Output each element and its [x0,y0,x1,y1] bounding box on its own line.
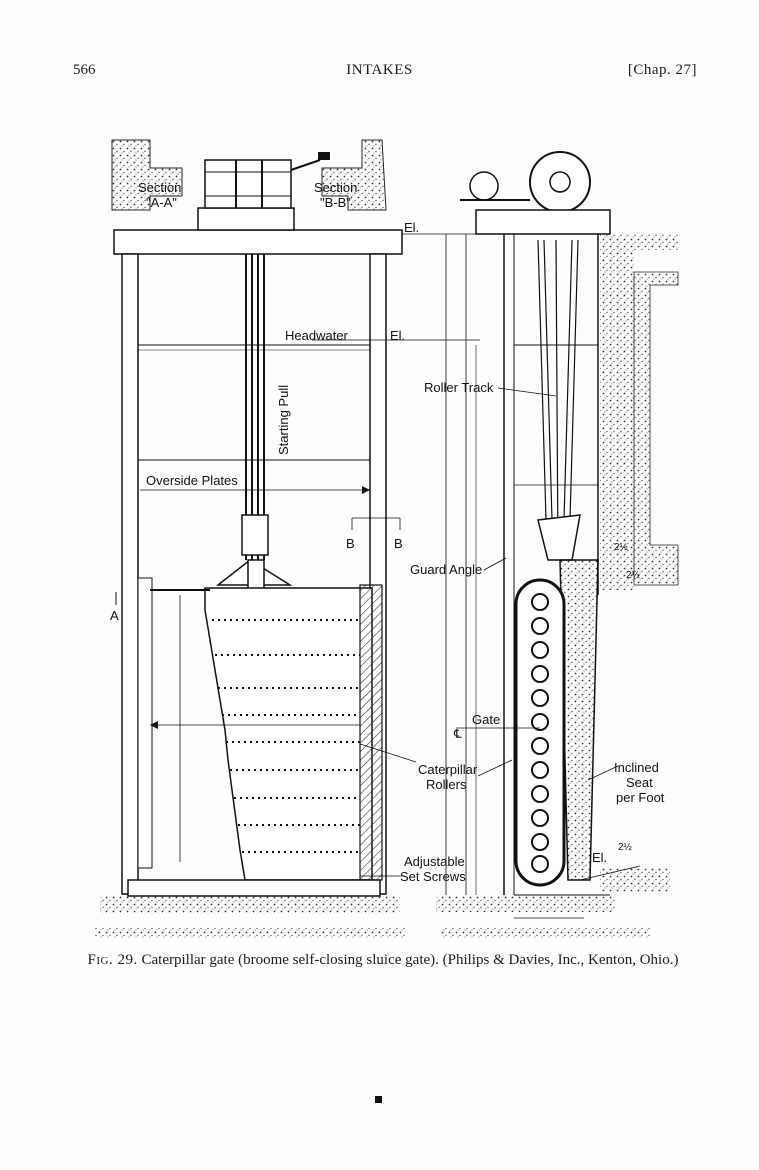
front-elevation [95,139,480,938]
label-el-headwater: El. [390,328,405,343]
label-caterpillar: Caterpillar [418,762,478,777]
label-per-foot: per Foot [616,790,665,805]
label-set-screws: Set Screws [400,869,466,884]
footer-mark [375,1096,382,1103]
label-dim-2: 2½ [626,570,641,581]
label-adjustable: Adjustable [404,854,465,869]
label-el-bottom: El. [592,850,607,865]
label-guard-angle: Guard Angle [410,562,482,577]
figure-labels: Section "A-A" Section "B-B" El. Headwate… [110,180,665,884]
page-number: 566 [73,62,96,78]
figure-caption: Fig. 29. Caterpillar gate (broome self-c… [78,950,688,970]
label-roller-track: Roller Track [424,380,494,395]
label-seat: Seat [626,775,653,790]
label-el-top: El. [404,220,419,235]
label-inclined: Inclined [614,760,659,775]
chapter-reference: [Chap. 27] [627,62,697,78]
label-overside-plates: Overside Plates [146,473,238,488]
label-headwater: Headwater [285,328,349,343]
label-rollers: Rollers [426,777,467,792]
label-section-bb-sub: "B-B" [320,195,351,210]
figure-drawing: Section "A-A" Section "B-B" El. Headwate… [95,139,679,938]
caption-label: Fig. 29. [87,952,138,968]
label-section-aa-sub: "A-A" [146,195,177,210]
label-dim-3: 2½ [618,842,633,853]
running-title: INTAKES [346,62,413,78]
label-gate: Gate [472,712,500,727]
label-dim-1: 2½ [614,542,629,553]
label-section-bb: Section [314,180,357,195]
side-section [359,151,679,938]
caption-text: Caterpillar gate (broome self-closing sl… [141,952,679,968]
label-section-aa: Section [138,180,181,195]
label-a: A [110,608,119,623]
label-centerline: ℄ [453,727,462,741]
label-b-left: B [346,536,355,551]
label-b-right: B [394,536,403,551]
label-starting-pull: Starting Pull [276,385,291,455]
